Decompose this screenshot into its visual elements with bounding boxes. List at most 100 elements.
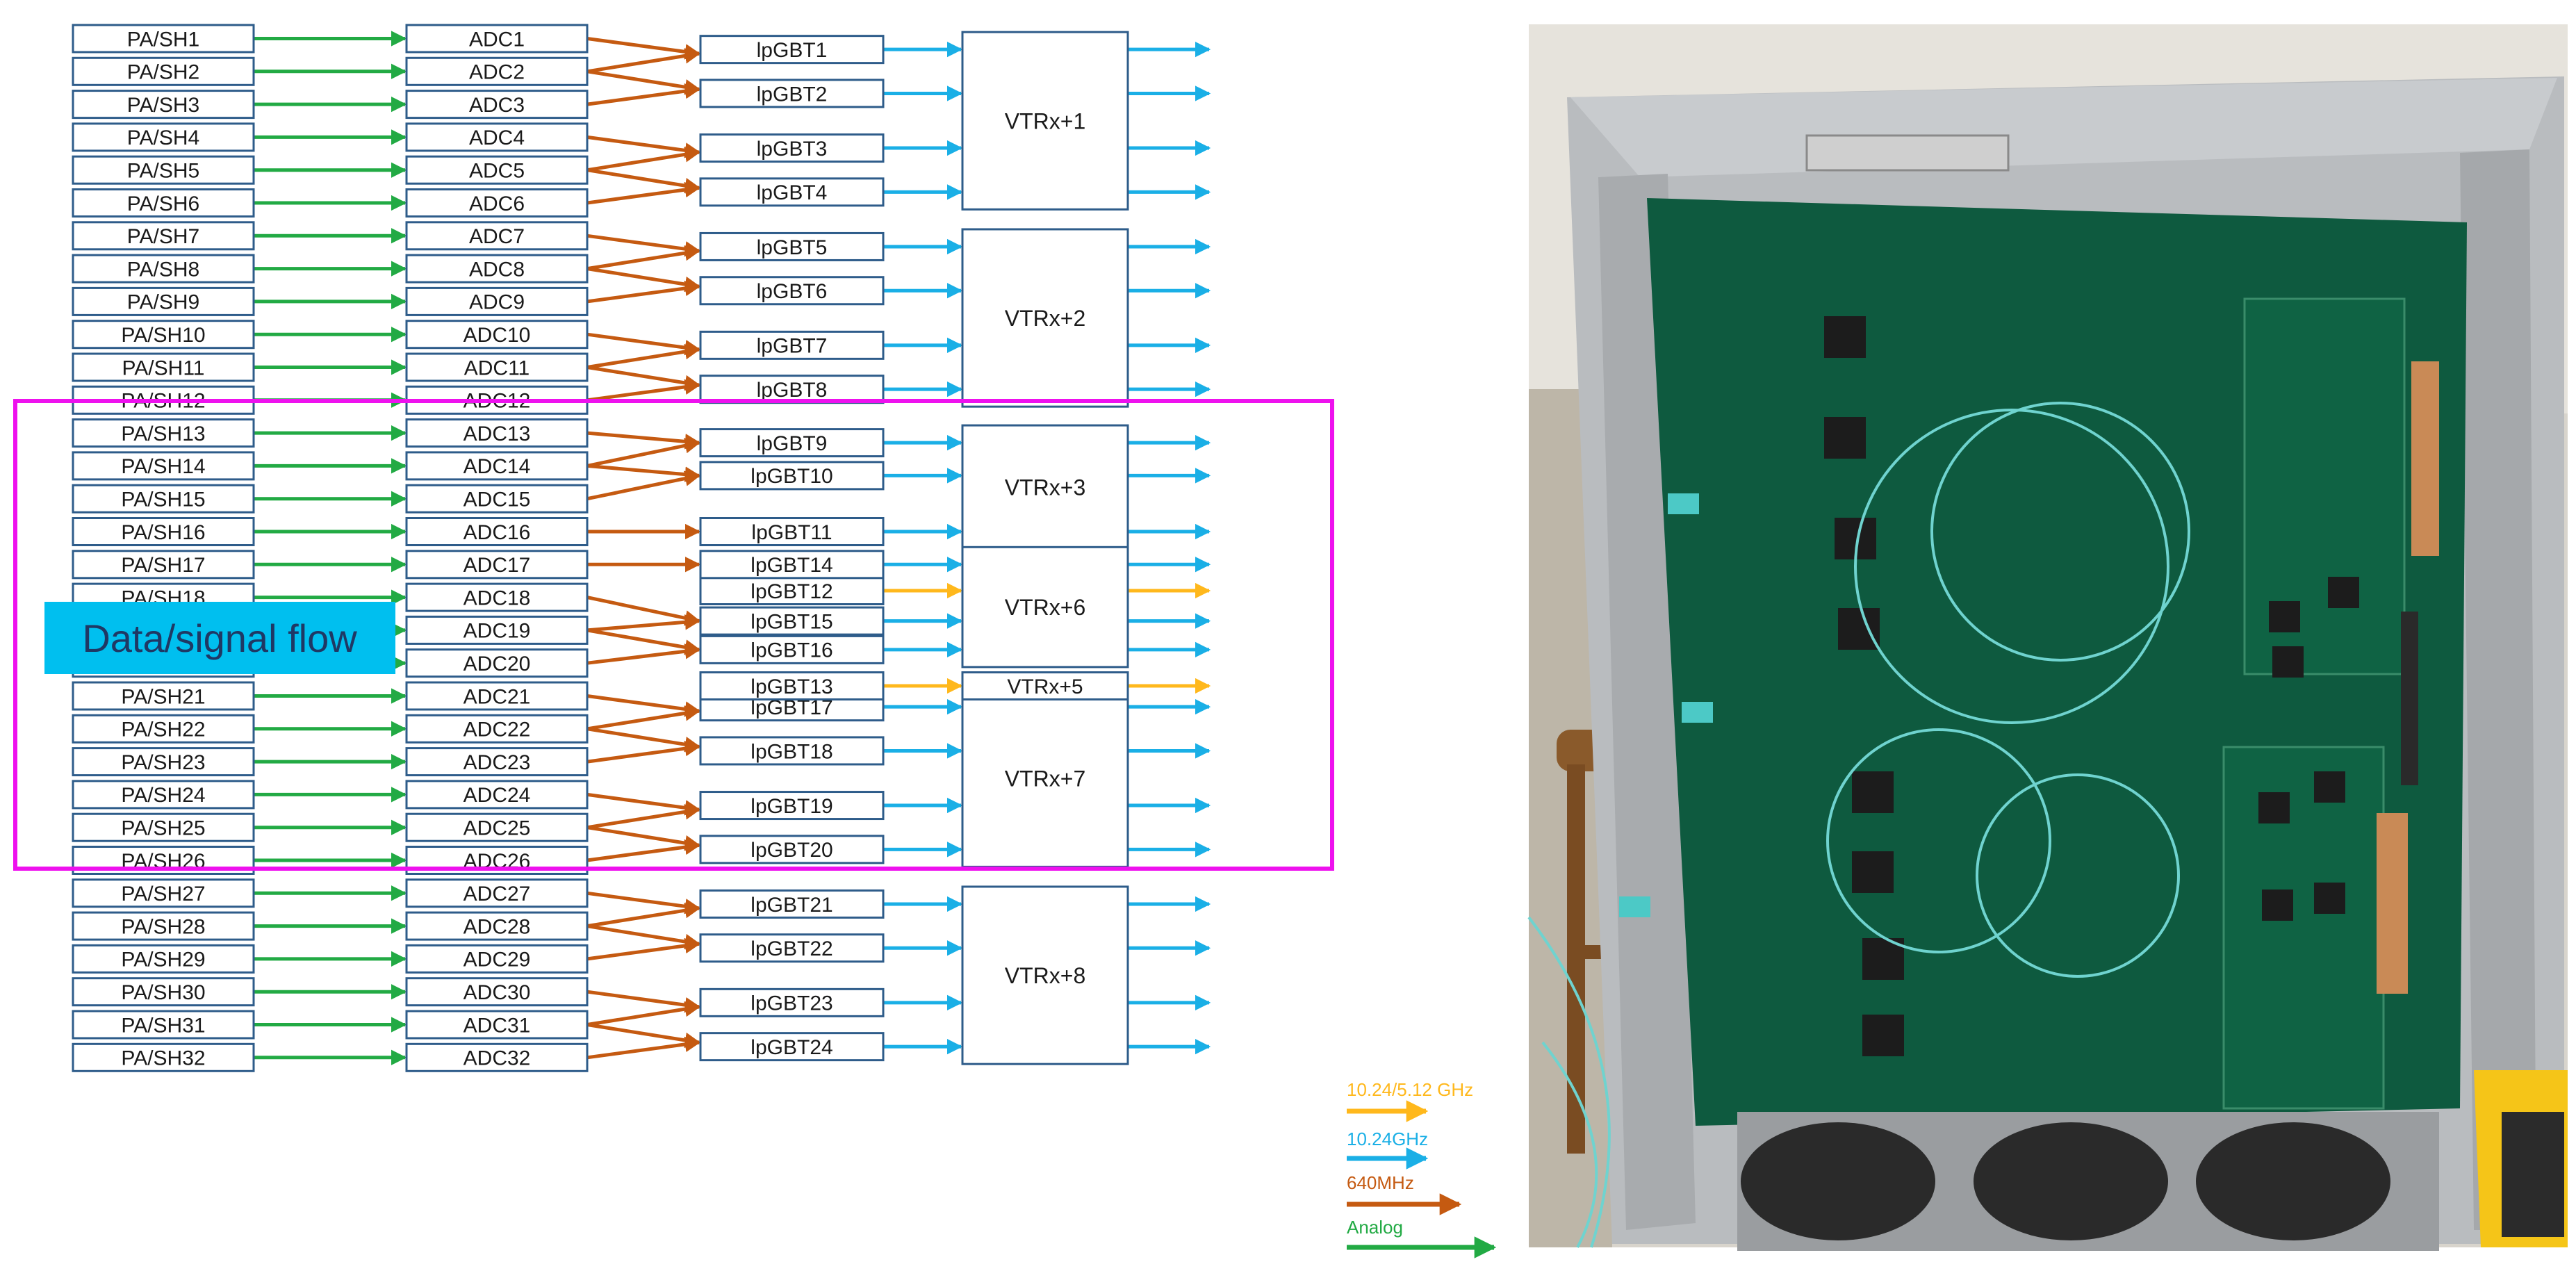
vtrx-box-1-label: VTRx+1 (1005, 108, 1085, 133)
adc-box-4-frame (405, 122, 589, 152)
pash-box-28: PA/SH28 (72, 911, 255, 941)
adc-box-31-label: ADC31 (463, 1014, 531, 1037)
adc-link-23-18 (586, 740, 701, 764)
lpgbt-box-2: lpGBT2 (699, 79, 885, 108)
lpgbt-box-5-frame (699, 231, 885, 261)
adc-box-31: ADC31 (405, 1010, 589, 1040)
adc-box-9: ADC9 (405, 286, 589, 316)
lpgbt-box-24-label: lpGBT24 (750, 1036, 832, 1059)
adc-link-25-20 (586, 826, 701, 851)
adc-link-8-6 (586, 267, 701, 293)
adc-box-29-label: ADC29 (463, 949, 531, 971)
pash-box-13: PA/SH13 (72, 418, 255, 448)
adc-link-2-1 (586, 48, 701, 74)
pash-box-11-label: PA/SH11 (122, 356, 205, 379)
lpgbt-box-2-frame (699, 79, 885, 108)
lpgbt-box-15-frame (699, 606, 885, 636)
pash-box-32: PA/SH32 (72, 1042, 255, 1072)
adc-link-10-7 (586, 332, 701, 356)
pash-box-1: PA/SH1 (72, 24, 255, 54)
pash-box-21-label: PA/SH21 (121, 685, 205, 708)
lpgbt-box-15-label: lpGBT15 (750, 610, 832, 633)
lpgbt-box-1: lpGBT1 (699, 35, 885, 65)
adc-box-2-label: ADC2 (469, 61, 525, 84)
adc-box-27-frame (405, 878, 589, 908)
adc-box-31-frame (405, 1010, 589, 1040)
lpgbt-box-22: lpGBT22 (699, 933, 885, 963)
lpgbt-box-18-frame (699, 736, 885, 766)
lpgbt-box-21: lpGBT21 (699, 889, 885, 919)
vtrx-box-6-label: VTRx+6 (1005, 595, 1085, 620)
adc-link-19-16 (586, 628, 701, 655)
pash-box-5: PA/SH5 (72, 155, 255, 185)
pash-box-21: PA/SH21 (72, 681, 255, 711)
adc-box-21-frame (405, 681, 589, 711)
adc-link-26-20 (586, 839, 701, 862)
adc-link-6-4 (586, 181, 701, 205)
adc-box-18: ADC18 (405, 582, 589, 612)
adc-link-22-17 (586, 705, 701, 731)
pash-box-1-label: PA/SH1 (127, 28, 200, 51)
vtrx-box-1: VTRx+1 (961, 31, 1129, 211)
pash-box-7: PA/SH7 (72, 221, 255, 251)
adc-box-13-frame (405, 418, 589, 448)
lpgbt-box-20: lpGBT20 (699, 835, 885, 864)
pash-box-13-frame (72, 418, 255, 448)
pash-box-16: PA/SH16 (72, 517, 255, 546)
highlight-frame (13, 399, 1334, 871)
vtrx-box-6: VTRx+6 (961, 546, 1129, 669)
adc-link-18-15 (586, 596, 701, 626)
adc-link-2-2 (586, 69, 701, 95)
vtrx-box-7-frame (961, 688, 1129, 868)
adc-box-20-label: ADC20 (463, 653, 531, 675)
adc-box-14: ADC14 (405, 451, 589, 481)
lpgbt-box-14-label: lpGBT14 (750, 554, 832, 577)
adc-box-24-frame (405, 780, 589, 810)
lpgbt-box-19-frame (699, 791, 885, 821)
pash-box-4: PA/SH4 (72, 122, 255, 152)
lpgbt-box-16-label: lpGBT16 (750, 639, 832, 662)
adc-box-15-label: ADC15 (463, 489, 531, 511)
pash-box-25-label: PA/SH25 (121, 817, 205, 840)
pash-box-24-label: PA/SH24 (121, 784, 205, 807)
pash-box-15-frame (72, 484, 255, 514)
vtrx-box-5-frame (961, 671, 1129, 700)
pash-box-22-label: PA/SH22 (121, 719, 205, 741)
adc-link-12-8 (586, 379, 701, 402)
pash-box-5-label: PA/SH5 (127, 160, 200, 183)
pash-box-9-frame (72, 286, 255, 316)
lpgbt-box-23-label: lpGBT23 (750, 992, 832, 1015)
lpgbt-box-4-label: lpGBT4 (757, 181, 828, 204)
pash-box-22-frame (72, 714, 255, 744)
adc-box-14-frame (405, 451, 589, 481)
adc-link-14-9 (586, 438, 701, 468)
pash-box-23: PA/SH23 (72, 747, 255, 777)
adc-box-32-label: ADC32 (463, 1047, 531, 1070)
pash-box-30: PA/SH30 (72, 977, 255, 1007)
pash-box-28-frame (72, 911, 255, 941)
adc-link-4-3 (586, 135, 701, 158)
adc-box-1-label: ADC1 (469, 28, 525, 51)
adc-box-19: ADC19 (405, 615, 589, 645)
adc-link-9-6 (586, 280, 701, 304)
lpgbt-box-10-frame (699, 461, 885, 491)
pash-box-22: PA/SH22 (72, 714, 255, 744)
lpgbt-box-14: lpGBT14 (699, 550, 885, 580)
adc-link-5-3 (586, 147, 701, 172)
lpgbt-box-10-label: lpGBT10 (750, 465, 832, 488)
pash-box-7-label: PA/SH7 (127, 225, 200, 248)
lpgbt-box-23: lpGBT23 (699, 987, 885, 1017)
lpgbt-box-18-label: lpGBT18 (750, 740, 832, 763)
pash-box-29-frame (72, 944, 255, 974)
pash-box-16-frame (72, 517, 255, 546)
lpgbt-box-5: lpGBT5 (699, 231, 885, 261)
pash-box-31-label: PA/SH31 (121, 1014, 205, 1037)
pash-box-14-label: PA/SH14 (121, 455, 205, 478)
adc-link-27-21 (586, 891, 701, 915)
pash-box-17-frame (72, 550, 255, 580)
adc-box-25-label: ADC25 (463, 817, 531, 840)
vtrx-box-7: VTRx+7 (961, 688, 1129, 868)
adc-box-19-label: ADC19 (463, 620, 531, 643)
adc-box-17: ADC17 (405, 550, 589, 580)
